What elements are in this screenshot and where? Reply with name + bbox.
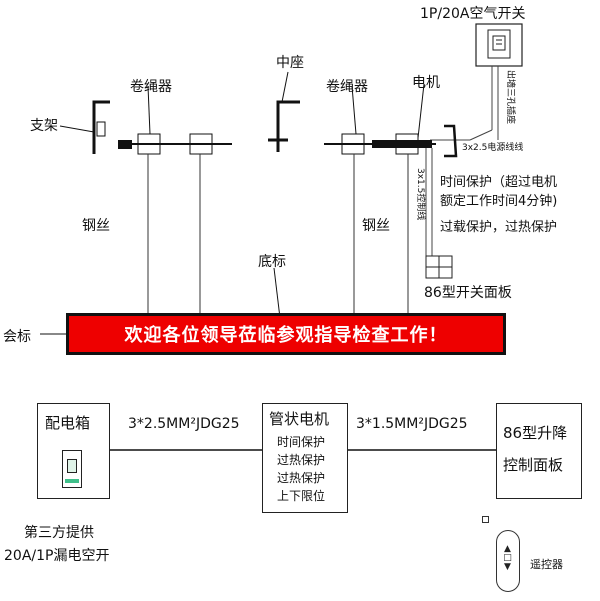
protection-line-1: 时间保护（超过电机 (440, 175, 558, 190)
shaft-left (118, 85, 232, 318)
wire-right-label: 钢丝 (362, 218, 390, 234)
remote-small-dot (482, 516, 489, 523)
tube-motor-box: 管状电机 时间保护 过热保护 过热保护 上下限位 (262, 403, 348, 513)
breaker-icon (62, 450, 82, 488)
power-wire-text: 3x2.5电源线线 (462, 141, 523, 153)
winder-right-label: 卷绳器 (326, 79, 368, 95)
bracket-left-label: 支架 (30, 118, 58, 134)
third-party-line-2: 20A/1P漏电空开 (4, 548, 110, 564)
vertical-labels: 出墙三孔插座 3x1.5控制线 3x2.5电源线线 (415, 70, 523, 220)
feature-4: 上下限位 (277, 489, 326, 503)
feature-3: 过热保护 (277, 471, 326, 485)
third-party-line-1: 第三方提供 (24, 525, 94, 541)
protection-line-3: 过载保护，过热保护 (440, 220, 558, 235)
lift-panel-line-2: 控制面板 (503, 456, 564, 474)
feature-1: 时间保护 (277, 435, 326, 449)
banner-rod-label: 会标 (3, 329, 31, 345)
wire-left-label: 钢丝 (82, 218, 110, 234)
bracket-left (59, 100, 110, 154)
protection-line-2: 额定工作时间4分钟) (440, 194, 558, 209)
switch-wires (430, 66, 499, 141)
motor-label: 电机 (412, 75, 440, 91)
welcome-banner: 欢迎各位领导莅临参观指导检查工作！ (66, 313, 506, 355)
control-cable (425, 148, 433, 258)
distribution-box-label: 配电箱 (45, 414, 91, 432)
winder-left-label: 卷绳器 (130, 79, 172, 95)
tube-motor-title: 管状电机 (269, 410, 330, 428)
socket-vertical-text: 出墙三孔插座 (505, 70, 517, 124)
center-seat (268, 71, 300, 152)
lift-control-panel-box: 86型升降 控制面板 (496, 403, 582, 499)
bottom-rod-pointer (273, 267, 281, 319)
center-seat-label: 中座 (276, 55, 304, 71)
cable-1-label: 3*2.5MM²JDG25 (128, 416, 240, 432)
distribution-box: 配电箱 (37, 403, 110, 499)
lift-panel-line-1: 86型升降 (503, 424, 568, 442)
small-86-panel (425, 255, 453, 279)
air-switch-box (475, 23, 523, 67)
control-vertical-text: 3x1.5控制线 (415, 168, 427, 220)
switch-label: 1P/20A空气开关 (420, 6, 526, 22)
remote-label: 遥控器 (530, 558, 563, 571)
shaft-right (324, 83, 458, 318)
cable-2-label: 3*1.5MM²JDG25 (356, 416, 468, 432)
remote-button-icon: ▲□▼ (503, 544, 512, 572)
remote-control: ▲□▼ (496, 530, 520, 592)
feature-2: 过热保护 (277, 453, 326, 467)
panel-label: 86型开关面板 (424, 285, 512, 301)
bottom-rod-label: 底标 (258, 254, 286, 270)
